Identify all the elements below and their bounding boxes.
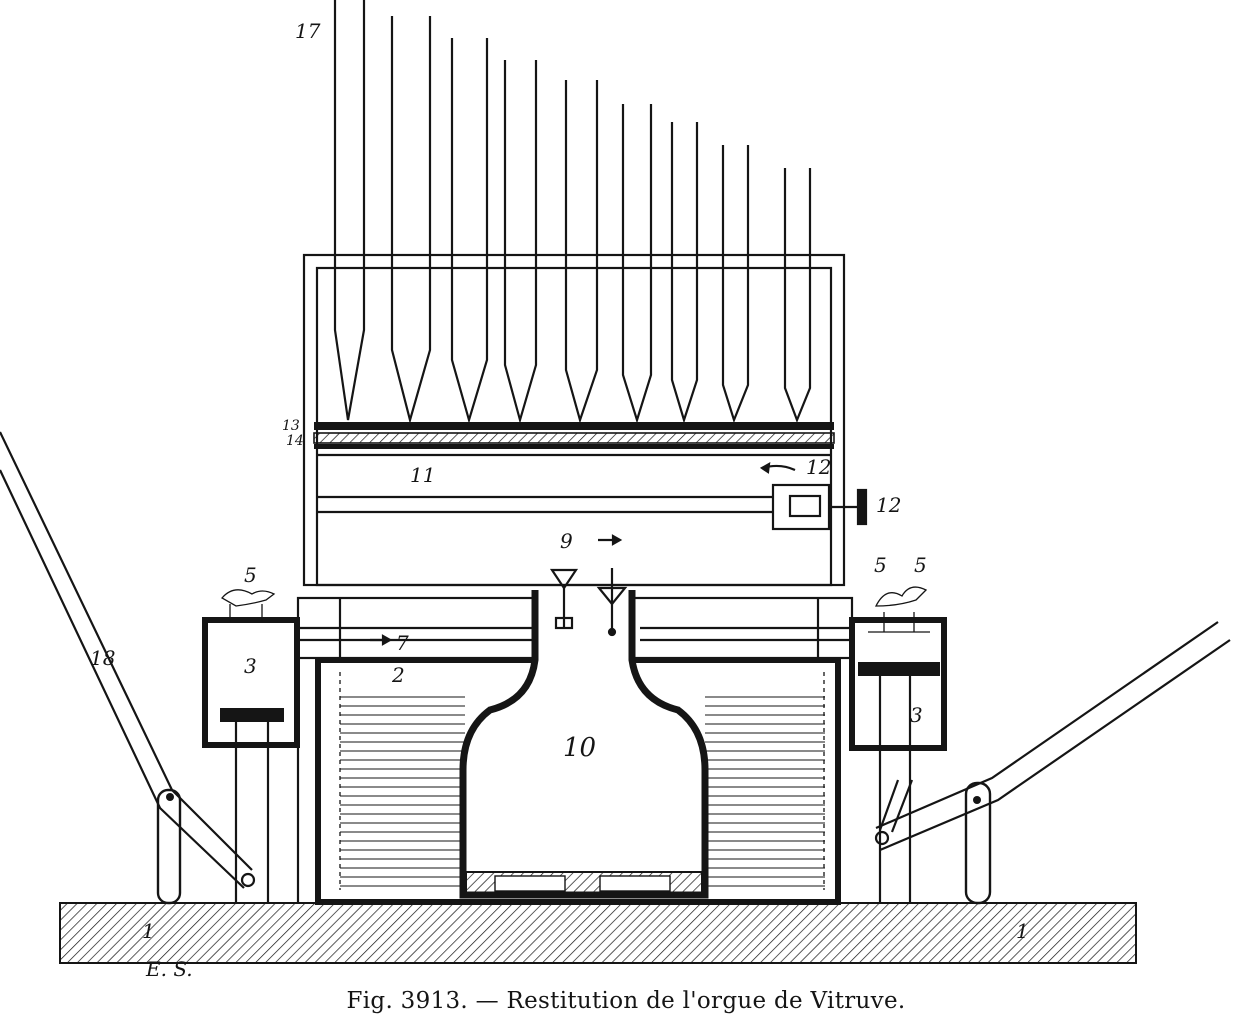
pipe-1 [333, 0, 366, 421]
label-3-left: 3 [244, 654, 257, 678]
signature: E. S. [145, 957, 193, 981]
label-18: 18 [90, 646, 115, 670]
label-5-right-a: 5 [874, 553, 887, 577]
wind-conduit [290, 596, 860, 660]
callout-labels: 17 13 14 11 12 12 9 7 2 3 3 5 5 5 10 18 … [90, 19, 1029, 981]
label-7: 7 [396, 631, 409, 655]
pipe-8 [721, 145, 750, 424]
label-11: 11 [410, 463, 435, 487]
pipe-7 [670, 122, 699, 424]
left-lever [0, 431, 256, 889]
bell-pnigeus [459, 590, 709, 899]
label-9: 9 [560, 529, 573, 553]
label-1-left: 1 [142, 919, 155, 943]
pipe-5 [564, 80, 599, 424]
right-lever [874, 621, 1231, 852]
pipe-3 [450, 38, 489, 424]
pipe-4 [503, 60, 538, 425]
label-1-right: 1 [1016, 919, 1029, 943]
pipe-9 [783, 168, 812, 424]
left-pump-cylinder [202, 617, 300, 903]
pipe-6 [621, 104, 653, 424]
wind-chest [317, 453, 868, 546]
label-10: 10 [563, 733, 596, 763]
dolphin-valves-left [220, 589, 276, 622]
label-12-right: 12 [876, 493, 901, 517]
label-12-top: 12 [806, 455, 831, 479]
pipe-2 [390, 16, 432, 425]
key-knob [856, 488, 868, 526]
label-5-right-b: 5 [914, 553, 927, 577]
organ-pipes [333, 0, 812, 425]
conduit-valves [549, 568, 628, 637]
label-5-left: 5 [244, 563, 257, 587]
label-13: 13 [282, 418, 300, 434]
dolphin-valves-right [868, 586, 930, 633]
label-17: 17 [295, 19, 321, 43]
figure-caption: Fig. 3913. — Restitution de l'orgue de V… [346, 988, 906, 1014]
pipe-frame [302, 253, 846, 587]
right-pump-cylinder [849, 617, 947, 903]
ground-base [59, 902, 1137, 964]
slider-bars [313, 422, 835, 449]
label-2: 2 [391, 663, 405, 687]
label-14: 14 [286, 433, 304, 449]
label-3-right: 3 [910, 703, 923, 727]
